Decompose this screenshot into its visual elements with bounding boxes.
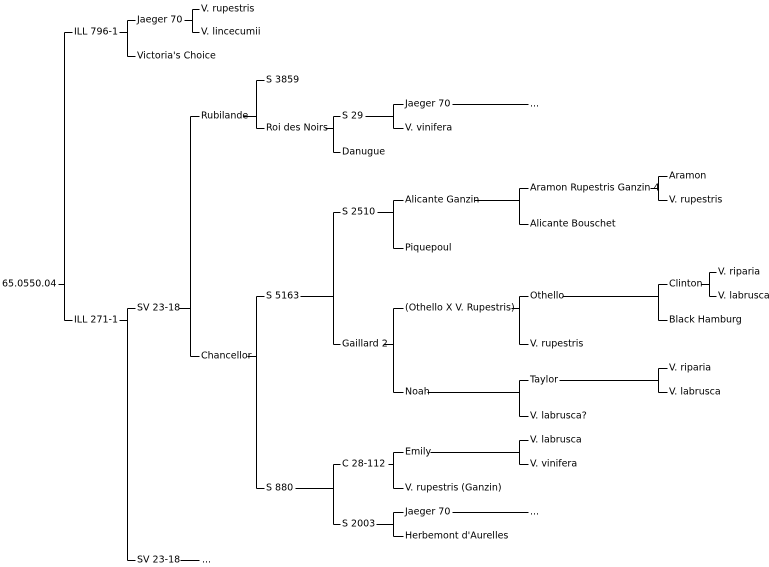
node-s-3859: S 3859 bbox=[266, 75, 299, 86]
node-v-labrusca-1: V. labrusca bbox=[718, 291, 769, 302]
node-rubilande: Rubilande bbox=[201, 111, 248, 122]
node-alicante-ganzin: Alicante Ganzin bbox=[405, 195, 479, 206]
node-v-labrusca-3: V. labrusca bbox=[530, 435, 582, 446]
node-v-vinifera-1: V. vinifera bbox=[405, 123, 452, 134]
node-emily: Emily bbox=[405, 447, 432, 458]
node-v-riparia-1: V. riparia bbox=[718, 267, 760, 278]
node-v-rupestris-3: V. rupestris bbox=[530, 339, 583, 350]
node-gaillard-2: Gaillard 2 bbox=[342, 339, 388, 350]
node-root: 65.0550.04 bbox=[2, 279, 56, 290]
node-s-5163: S 5163 bbox=[266, 291, 299, 302]
node-v-labrusca-q: V. labrusca? bbox=[530, 411, 587, 422]
node-v-rupestris-ganzin: V. rupestris (Ganzin) bbox=[405, 483, 502, 494]
node-s-29: S 29 bbox=[342, 111, 363, 122]
node-jaeger-70-low: Jaeger 70 bbox=[404, 507, 450, 518]
node-alicante-bouschet: Alicante Bouschet bbox=[530, 219, 616, 230]
node-s-2003: S 2003 bbox=[342, 519, 375, 530]
node-v-lincecumii: V. lincecumii bbox=[201, 27, 260, 38]
node-v-vinifera-2: V. vinifera bbox=[530, 459, 577, 470]
node-ill-271-1: ILL 271-1 bbox=[74, 315, 118, 326]
node-ill-796-1: ILL 796-1 bbox=[74, 27, 118, 38]
node-sv-23-18-b: SV 23-18 bbox=[137, 555, 180, 566]
node-ellipsis-1: ... bbox=[530, 99, 539, 110]
node-s-880: S 880 bbox=[266, 483, 293, 494]
node-v-riparia-2: V. riparia bbox=[669, 363, 711, 374]
node-sv-23-18-a: SV 23-18 bbox=[137, 303, 180, 314]
node-roi-des-noirs: Roi des Noirs bbox=[266, 123, 328, 134]
node-othello-x-rupestris: (Othello X V. Rupestris) bbox=[405, 303, 515, 314]
node-aramon: Aramon bbox=[669, 171, 706, 182]
node-herbemont-daurelles: Herbemont d'Aurelles bbox=[405, 531, 508, 542]
node-c-28-112: C 28-112 bbox=[342, 459, 385, 470]
node-chancellor: Chancellor bbox=[201, 351, 252, 362]
tree-labels: 65.0550.04 ILL 796-1 Jaeger 70 V. rupest… bbox=[2, 4, 769, 566]
node-taylor: Taylor bbox=[529, 375, 558, 386]
node-clinton: Clinton bbox=[669, 279, 703, 290]
node-danugue: Danugue bbox=[342, 147, 385, 158]
node-jaeger-70-mid: Jaeger 70 bbox=[404, 99, 450, 110]
node-v-rupestris-1: V. rupestris bbox=[201, 4, 254, 15]
tree-connectors bbox=[58, 9, 717, 561]
node-noah: Noah bbox=[405, 387, 430, 398]
node-v-labrusca-2: V. labrusca bbox=[669, 387, 721, 398]
node-piquepoul: Piquepoul bbox=[405, 243, 452, 254]
node-aramon-rupestris-ganzin-4: Aramon Rupestris Ganzin 4 bbox=[530, 183, 660, 194]
node-victorias-choice: Victoria's Choice bbox=[137, 51, 216, 62]
node-jaeger-70-top: Jaeger 70 bbox=[136, 15, 182, 26]
node-v-rupestris-2: V. rupestris bbox=[669, 195, 722, 206]
node-s-2510: S 2510 bbox=[342, 207, 375, 218]
node-black-hamburg: Black Hamburg bbox=[669, 315, 742, 326]
node-ellipsis-3: ... bbox=[202, 555, 211, 566]
node-ellipsis-2: ... bbox=[530, 507, 539, 518]
node-othello: Othello bbox=[530, 291, 564, 302]
